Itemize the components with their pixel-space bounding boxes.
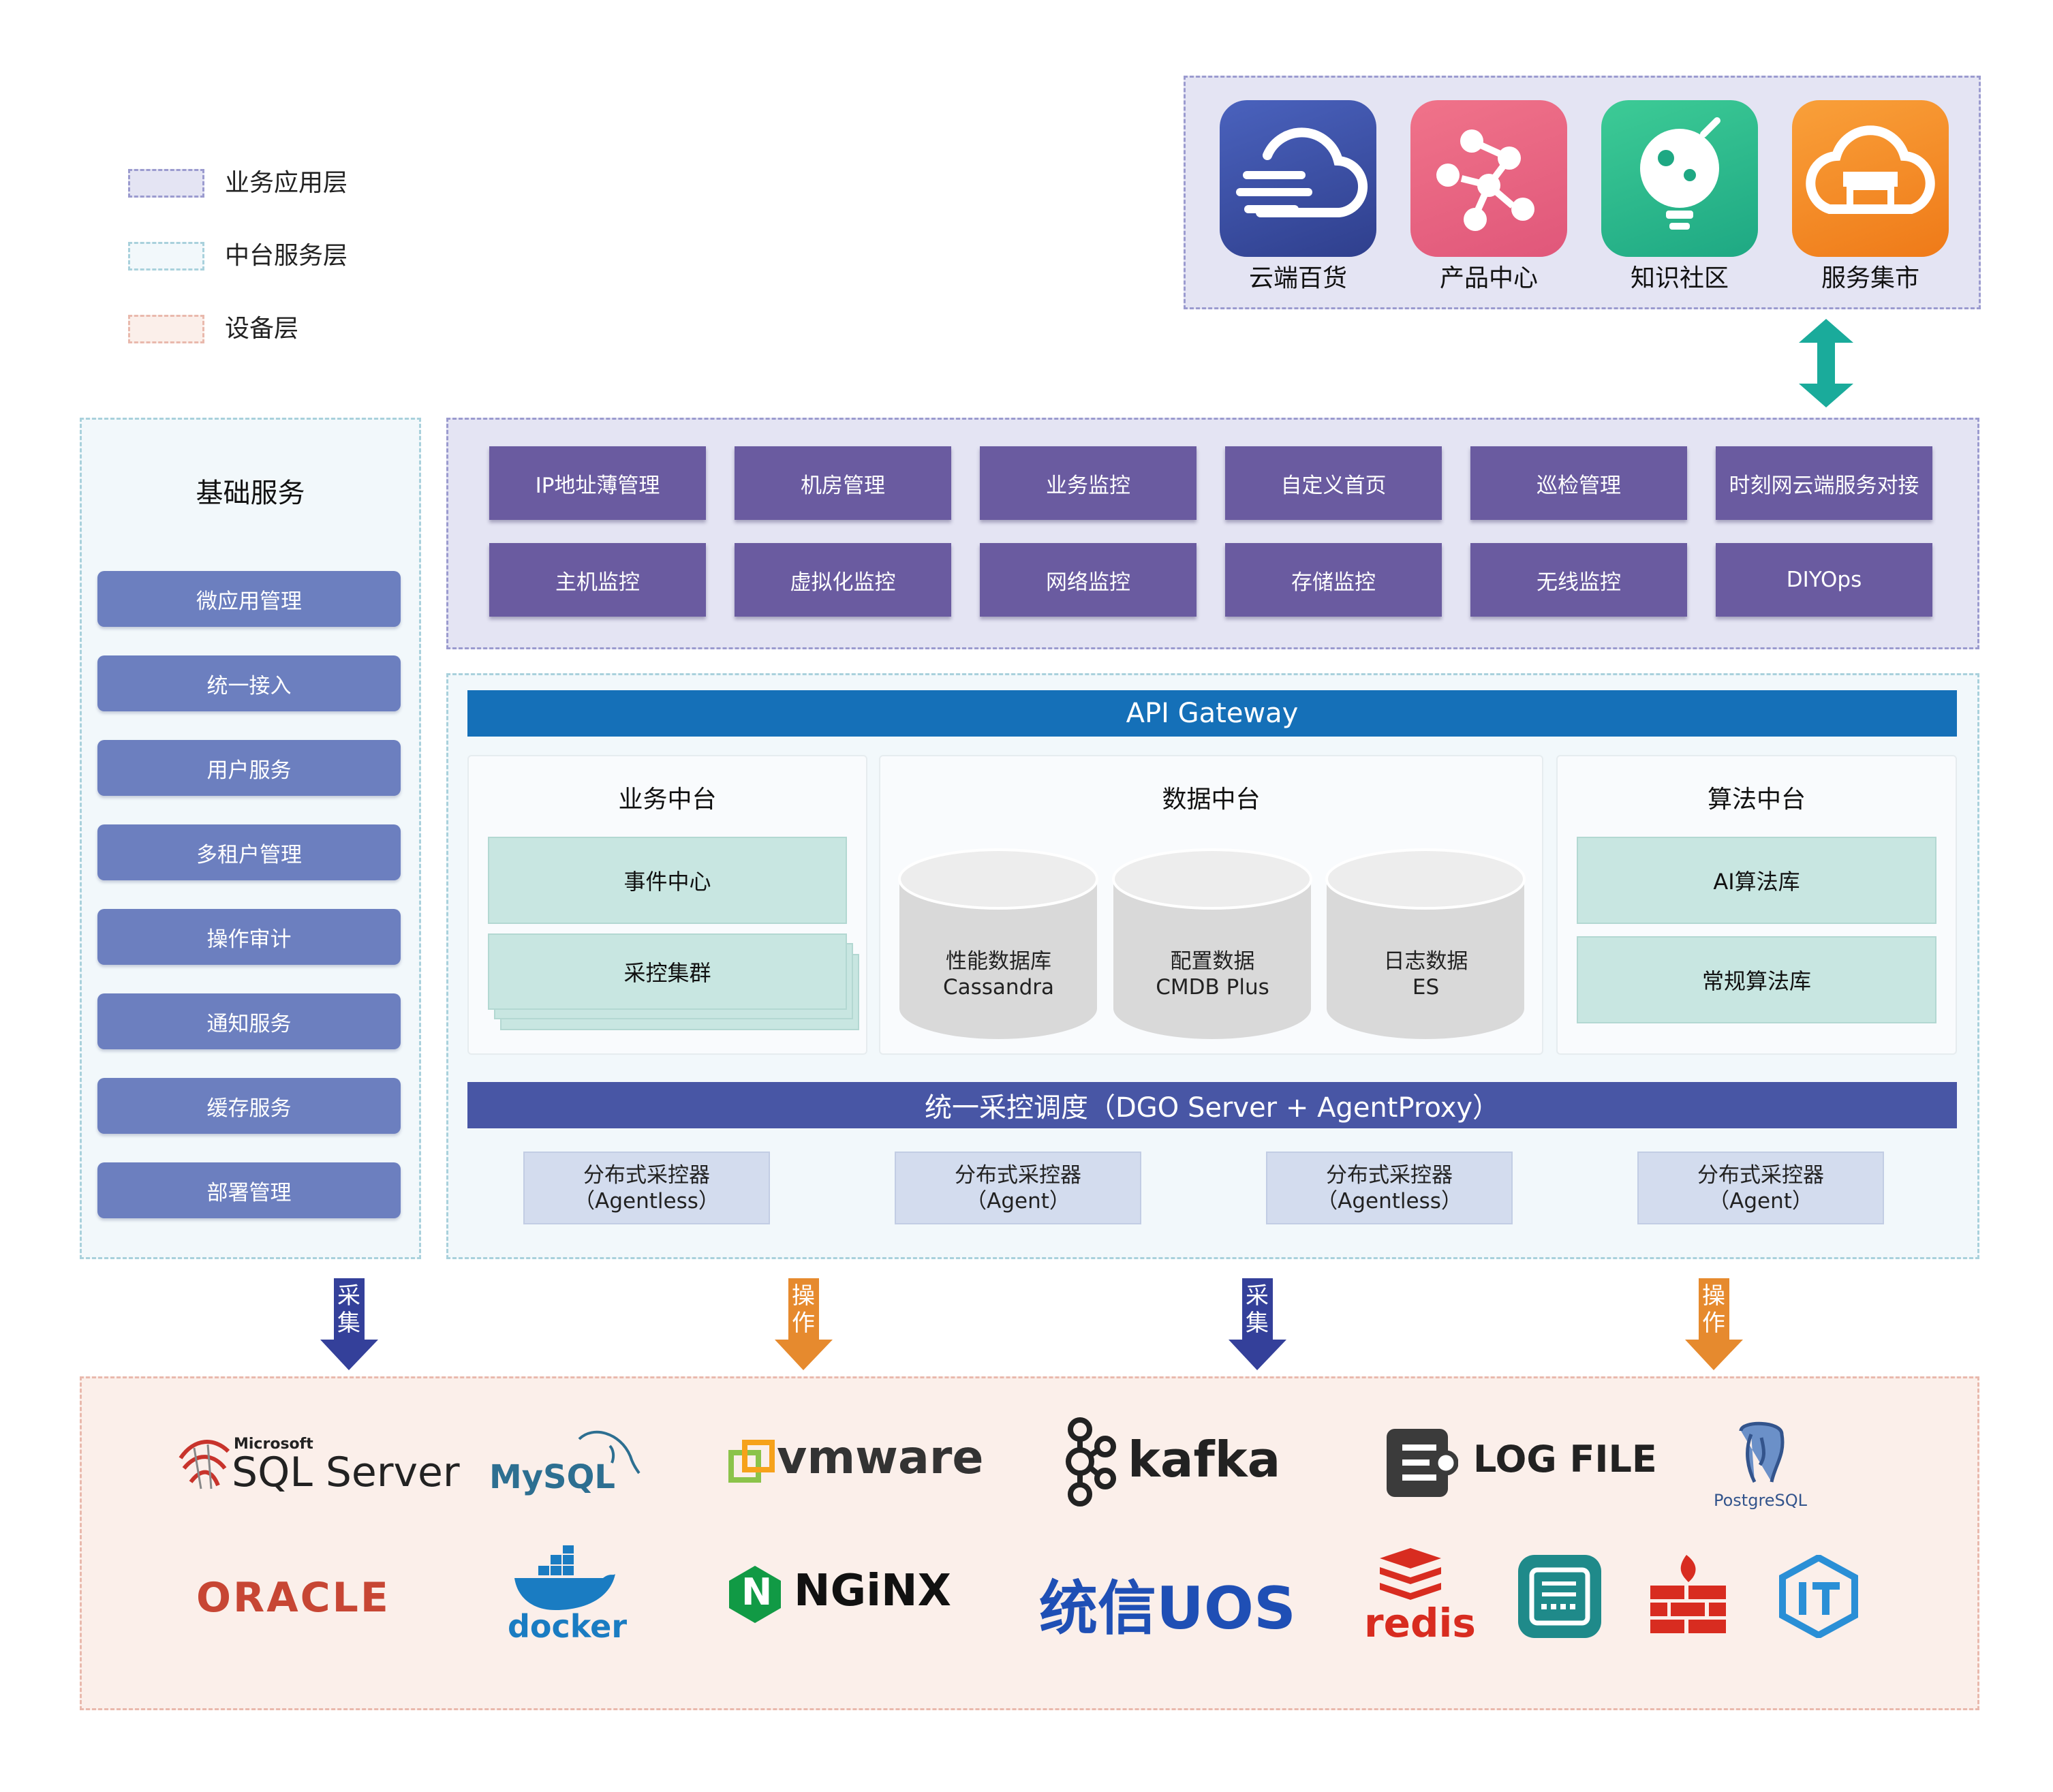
redis-logo-text: redis (1364, 1600, 1476, 1646)
vmware-logo-icon (728, 1440, 775, 1483)
module-cloud-integration[interactable]: 时刻网云端服务对接 (1716, 446, 1932, 520)
database-cylinder-log (1325, 848, 1526, 1039)
database-label-performance: 性能数据库 Cassandra (942, 949, 1054, 1000)
basic-services-title: 基础服务 (196, 478, 305, 509)
legend-label-device-layer: 设备层 (225, 315, 299, 343)
app-label-knowledge-community: 知识社区 (1630, 264, 1729, 292)
vmware-logo-text: vmware (777, 1431, 984, 1485)
legend-label-mid-layer: 中台服务层 (225, 242, 348, 270)
postgresql-logo-text: PostgreSQL (1714, 1491, 1808, 1510)
app-label-product-center: 产品中心 (1439, 264, 1538, 292)
basic-service-multi-tenant[interactable]: 多租户管理 (97, 824, 401, 880)
module-host-monitor[interactable]: 主机监控 (489, 543, 706, 617)
sqlserver-logo-text: SQL Server (232, 1449, 460, 1496)
module-diyops[interactable]: DIYOps (1716, 543, 1932, 617)
sqlserver-microsoft-text: Microsoft (234, 1436, 313, 1453)
basic-service-unified-access[interactable]: 统一接入 (97, 655, 401, 711)
module-virtualization-monitor[interactable]: 虚拟化监控 (735, 543, 951, 617)
app-tile-knowledge-community[interactable] (1601, 100, 1758, 257)
firewall-icon (1650, 1555, 1726, 1633)
app-tile-service-market[interactable] (1792, 100, 1949, 257)
double-arrow-icon (1799, 319, 1853, 407)
docker-logo-text: docker (508, 1608, 628, 1645)
module-network-monitor[interactable]: 网络监控 (980, 543, 1197, 617)
arrow-label-operate-1: 操作 (792, 1282, 815, 1337)
module-custom-home[interactable]: 自定义首页 (1225, 446, 1442, 520)
sqlserver-logo-icon (179, 1440, 230, 1489)
arrow-collect-2 (1229, 1278, 1286, 1370)
data-platform-title: 数据中台 (1162, 786, 1261, 814)
database-label-config: 配置数据 CMDB Plus (1156, 949, 1269, 1000)
lightbulb-icon (1640, 117, 1720, 230)
module-business-monitor[interactable]: 业务监控 (980, 446, 1197, 520)
cloud-icon (1236, 127, 1368, 218)
network-nodes-icon (1436, 129, 1534, 231)
module-datacenter[interactable]: 机房管理 (735, 446, 951, 520)
module-inspection[interactable]: 巡检管理 (1470, 446, 1687, 520)
kafka-logo-text: kafka (1128, 1431, 1281, 1488)
basic-service-audit[interactable]: 操作审计 (97, 909, 401, 965)
kafka-logo-icon (1066, 1417, 1116, 1507)
event-center-box[interactable]: 事件中心 (488, 837, 847, 924)
arrow-label-collect-2: 采集 (1246, 1282, 1269, 1337)
basic-service-micro-app[interactable]: 微应用管理 (97, 571, 401, 627)
database-label-log: 日志数据 ES (1383, 949, 1468, 1000)
legend-label-app-layer: 业务应用层 (225, 169, 348, 197)
ai-algorithm-box[interactable]: AI算法库 (1577, 837, 1936, 924)
algorithm-platform-title: 算法中台 (1707, 786, 1806, 814)
device-layer (80, 1376, 1979, 1710)
mysql-logo-text: MySQL (489, 1458, 616, 1496)
app-label-cloud-store: 云端百货 (1248, 264, 1347, 292)
api-gateway-bar: API Gateway (467, 690, 1957, 737)
docker-whale-icon (514, 1545, 615, 1610)
legend-swatch-device-layer (128, 315, 204, 343)
basic-service-user[interactable]: 用户服务 (97, 740, 401, 796)
uos-logo-text: 统信UOS (1039, 1575, 1296, 1643)
collector-agentless-1[interactable]: 分布式采控器 （Agentless） (523, 1152, 770, 1224)
oracle-logo-text: ORACLE (196, 1574, 390, 1622)
collector-agent-1[interactable]: 分布式采控器 （Agent） (895, 1152, 1141, 1224)
module-wireless-monitor[interactable]: 无线监控 (1470, 543, 1687, 617)
arrow-label-operate-2: 操作 (1702, 1282, 1725, 1337)
collector-agent-2[interactable]: 分布式采控器 （Agent） (1637, 1152, 1884, 1224)
regular-algorithm-box[interactable]: 常规算法库 (1577, 936, 1936, 1023)
redis-logo-icon (1380, 1548, 1441, 1600)
collection-cluster-box[interactable]: 采控集群 (488, 933, 847, 1010)
shop-icon (1806, 125, 1935, 214)
nginx-badge-letter: N (741, 1571, 773, 1613)
log-file-icon (1387, 1429, 1458, 1497)
business-platform-title: 业务中台 (618, 786, 717, 814)
postgresql-elephant-icon (1739, 1421, 1785, 1483)
basic-service-deploy[interactable]: 部署管理 (97, 1162, 401, 1218)
arrow-operate-1 (775, 1278, 833, 1370)
arrow-operate-2 (1685, 1278, 1743, 1370)
app-tile-cloud-store[interactable] (1220, 100, 1376, 257)
database-cylinder-config (1112, 848, 1312, 1039)
legend-swatch-mid-layer (128, 242, 204, 271)
module-storage-monitor[interactable]: 存储监控 (1225, 543, 1442, 617)
app-tile-product-center[interactable] (1410, 100, 1567, 257)
basic-service-notify[interactable]: 通知服务 (97, 993, 401, 1049)
nginx-logo-text: NGiNX (794, 1566, 951, 1616)
iot-hexagon-icon (1779, 1555, 1858, 1638)
collector-agentless-2[interactable]: 分布式采控器 （Agentless） (1266, 1152, 1513, 1224)
arrow-label-collect-1: 采集 (337, 1282, 360, 1337)
database-cylinder-performance (898, 848, 1098, 1039)
module-ip-address[interactable]: IP地址薄管理 (489, 446, 706, 520)
log-file-text: LOG FILE (1473, 1438, 1657, 1481)
legend-swatch-app-layer (128, 169, 204, 198)
nginx-hexagon-icon (729, 1566, 781, 1623)
mysql-dolphin-icon (578, 1430, 640, 1474)
dispatch-bar: 统一采控调度（DGO Server + AgentProxy） (467, 1082, 1957, 1128)
basic-service-cache[interactable]: 缓存服务 (97, 1078, 401, 1134)
app-label-service-market: 服务集市 (1821, 264, 1919, 292)
arrow-collect-1 (320, 1278, 378, 1370)
terminal-icon (1518, 1555, 1601, 1638)
